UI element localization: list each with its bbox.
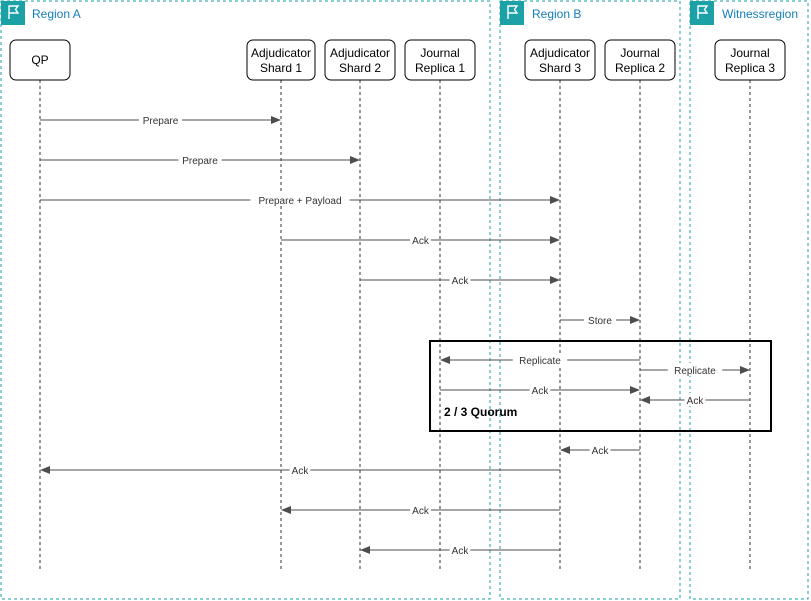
- message-label-bg: [584, 313, 616, 326]
- message-label-bg: [178, 153, 222, 166]
- region-b-frame: [499, 0, 681, 600]
- actor-qp: QP: [9, 39, 71, 571]
- message-label: Ack: [592, 446, 610, 457]
- message-7: Replicate: [440, 353, 640, 367]
- message-11: Ack: [560, 443, 640, 457]
- actor-label-line-1: Journal: [420, 46, 459, 60]
- region-a-label: Region A: [32, 7, 81, 21]
- actor-label-line-1: Journal: [620, 46, 659, 60]
- message-label-bg: [529, 383, 551, 396]
- message-label-bg: [410, 503, 431, 516]
- actor-label-line-2: Replica 3: [725, 61, 775, 75]
- actor-adjudicator-shard-3: Adjudicator Shard 3: [524, 39, 596, 571]
- region-witness-frame: [689, 0, 809, 600]
- message-9: Ack: [440, 383, 640, 397]
- message-2: Prepare: [40, 153, 360, 167]
- message-13: Ack: [281, 503, 560, 517]
- actor-label-line-2: Shard 2: [339, 61, 381, 75]
- actor-label-line-2: Replica 1: [415, 61, 465, 75]
- region-b: Region B: [499, 0, 681, 600]
- message-5: Ack: [360, 273, 560, 287]
- actors: QP Adjudicator Shard 1 Adjudicator Shard…: [9, 39, 786, 571]
- region-witness: Witnessregion: [689, 0, 809, 600]
- message-label-bg: [512, 353, 568, 366]
- message-10: Ack: [640, 393, 750, 407]
- message-label: Prepare + Payload: [258, 196, 341, 207]
- message-label: Ack: [412, 506, 430, 517]
- message-label-bg: [289, 463, 311, 476]
- flag-icon: [500, 1, 524, 25]
- message-label-bg: [410, 233, 431, 246]
- message-1: Prepare: [40, 113, 281, 127]
- quorum-box: [429, 340, 772, 432]
- message-label: Ack: [532, 386, 550, 397]
- message-label: Replicate: [674, 366, 716, 377]
- message-6: Store: [560, 313, 640, 327]
- actor-box: [404, 39, 476, 81]
- message-label: Ack: [452, 546, 470, 557]
- message-8: Replicate: [640, 363, 750, 377]
- actor-label-line-1: Adjudicator: [530, 46, 590, 60]
- actor-adjudicator-shard-2: Adjudicator Shard 2: [324, 39, 396, 571]
- actor-box: [714, 39, 786, 81]
- actor-label-line-2: Shard 1: [260, 61, 302, 75]
- message-label: Prepare: [182, 156, 218, 167]
- message-3: Prepare + Payload: [40, 193, 560, 207]
- message-label-bg: [138, 113, 183, 126]
- actor-label-line-1: Journal: [730, 46, 769, 60]
- region-b-label: Region B: [532, 7, 581, 21]
- message-label-bg: [449, 543, 471, 556]
- actor-label-line-2: Replica 2: [615, 61, 665, 75]
- message-label-bg: [589, 443, 611, 456]
- actor-journal-replica-1: Journal Replica 1: [404, 39, 476, 571]
- actor-adjudicator-shard-1: Adjudicator Shard 1: [246, 39, 316, 571]
- message-label: Ack: [412, 236, 430, 247]
- actor-box: [246, 39, 316, 81]
- message-label-bg: [449, 273, 471, 286]
- message-label-bg: [250, 193, 350, 206]
- message-4: Ack: [281, 233, 560, 247]
- actor-label: QP: [31, 53, 48, 67]
- flag-icon: [690, 1, 714, 25]
- actor-label-line-1: Adjudicator: [330, 46, 390, 60]
- region-a-frame: [0, 0, 491, 600]
- actor-journal-replica-3: Journal Replica 3: [714, 39, 786, 571]
- flag-icon: [1, 1, 25, 25]
- region-a: Region A: [0, 0, 491, 600]
- actor-journal-replica-2: Journal Replica 2: [604, 39, 676, 571]
- actor-box: [604, 39, 676, 81]
- quorum-frame: 2 / 3 Quorum: [429, 340, 772, 432]
- region-witness-label: Witnessregion: [722, 7, 798, 21]
- actor-box: [9, 39, 71, 81]
- message-label-bg: [667, 363, 723, 376]
- actor-label-line-2: Shard 3: [539, 61, 581, 75]
- message-14: Ack: [360, 543, 560, 557]
- actor-box: [324, 39, 396, 81]
- message-label: Replicate: [519, 356, 561, 367]
- actor-box: [524, 39, 596, 81]
- message-label: Store: [588, 316, 612, 327]
- message-12: Ack: [40, 463, 560, 477]
- message-label-bg: [684, 393, 706, 406]
- quorum-label: 2 / 3 Quorum: [444, 405, 517, 419]
- message-label: Ack: [292, 466, 310, 477]
- message-label: Prepare: [143, 116, 179, 127]
- message-label: Ack: [452, 276, 470, 287]
- message-label: Ack: [687, 396, 705, 407]
- actor-label-line-1: Adjudicator: [251, 46, 311, 60]
